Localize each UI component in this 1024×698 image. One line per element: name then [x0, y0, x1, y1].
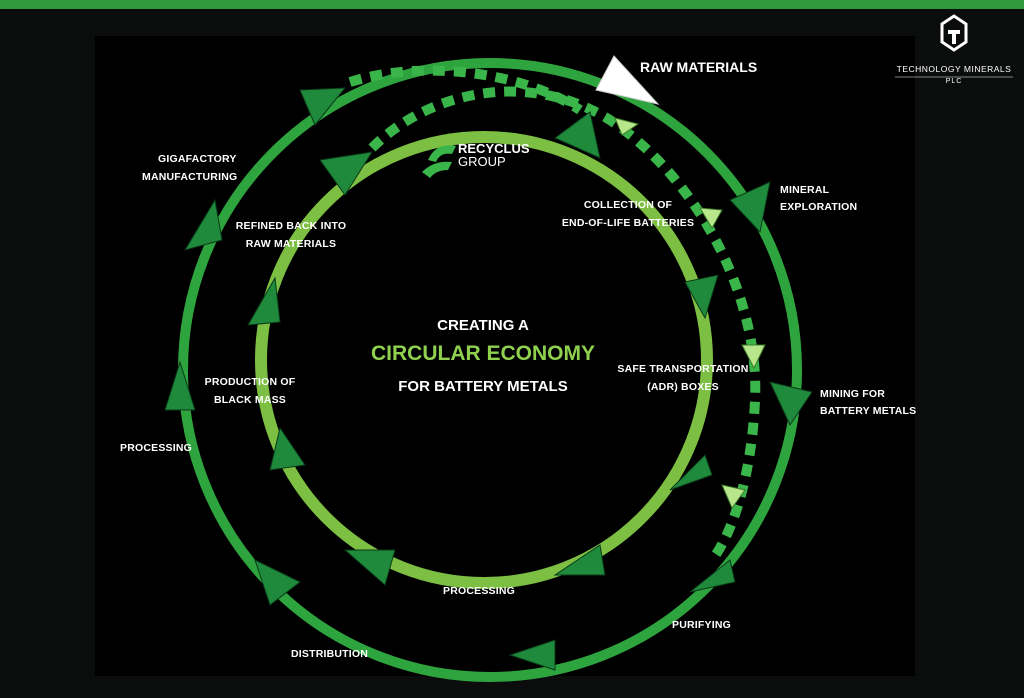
- inner-arrow-bottom-right-icon: [553, 544, 606, 576]
- technology-minerals-logo-icon: [940, 14, 968, 52]
- dashed-arrow-3-icon: [741, 344, 766, 370]
- raw-materials-dashed-path: [368, 86, 761, 564]
- label-mineral-2: EXPLORATION: [780, 201, 857, 213]
- outer-arrow-processing-icon: [164, 360, 196, 411]
- label-gigafactory-2: MANUFACTURING: [142, 171, 237, 183]
- label-black-mass-2: BLACK MASS: [214, 394, 286, 406]
- inner-arrow-collection-icon: [554, 111, 601, 159]
- inner-arrow-top-left-icon: [319, 151, 374, 196]
- dashed-arrow-1-icon: [614, 117, 640, 136]
- outer-arrow-distribution-icon: [254, 559, 301, 606]
- label-raw-materials: RAW MATERIALS: [640, 59, 757, 75]
- label-outer-processing: PROCESSING: [120, 442, 192, 454]
- raw-materials-dashed-path-top: [348, 65, 583, 115]
- label-collection-2: END-OF-LIFE BATTERIES: [562, 217, 694, 229]
- inner-arrow-bottom-left-icon: [343, 549, 396, 586]
- label-collection-1: COLLECTION OF: [584, 199, 673, 211]
- label-gigafactory-1: GIGAFACTORY: [158, 153, 237, 165]
- outer-arrow-bottom-icon: [508, 639, 556, 671]
- label-inner-processing: PROCESSING: [443, 585, 515, 597]
- label-refined-1: REFINED BACK INTO: [236, 220, 347, 232]
- label-transport-1: SAFE TRANSPORTATION: [617, 363, 748, 375]
- center-line2: CIRCULAR ECONOMY: [371, 342, 595, 365]
- company-name: TECHNOLOGY MINERALS: [897, 64, 1012, 74]
- inner-cycle-ring: [255, 131, 713, 589]
- inner-arrow-lower-right-icon: [669, 454, 713, 491]
- center-line1: CREATING A: [437, 317, 529, 334]
- outer-arrow-purifying-icon: [689, 559, 736, 593]
- recyclus-name: RECYCLUS: [458, 141, 530, 156]
- label-mineral-1: MINERAL: [780, 184, 830, 196]
- company-suffix: PLC: [946, 78, 963, 85]
- inner-arrow-black-mass-icon: [269, 426, 306, 471]
- outer-arrow-mineral-icon: [729, 181, 771, 234]
- dashed-arrow-2-icon: [699, 207, 723, 229]
- dashed-arrow-4-icon: [721, 484, 746, 510]
- recyclus-sub: GROUP: [458, 154, 506, 169]
- outer-arrow-mining-icon: [769, 381, 813, 427]
- inner-arrow-transport-icon: [684, 274, 719, 320]
- label-refined-2: RAW MATERIALS: [246, 238, 336, 250]
- raw-materials-triangle-icon: [595, 55, 660, 105]
- outer-arrow-gigafactory-icon: [183, 198, 223, 251]
- label-purifying: PURIFYING: [672, 619, 731, 631]
- center-line3: FOR BATTERY METALS: [398, 378, 567, 395]
- label-black-mass-1: PRODUCTION OF: [205, 376, 296, 388]
- label-mining-2: BATTERY METALS: [820, 405, 916, 417]
- recyclus-logo-icon: [422, 145, 456, 178]
- top-accent-bar: [0, 0, 1024, 9]
- label-transport-2: (ADR) BOXES: [647, 381, 719, 393]
- outer-arrow-top-icon: [299, 87, 347, 126]
- inner-arrow-refined-icon: [247, 276, 281, 326]
- label-mining-1: MINING FOR: [820, 388, 885, 400]
- label-distribution: DISTRIBUTION: [291, 648, 368, 660]
